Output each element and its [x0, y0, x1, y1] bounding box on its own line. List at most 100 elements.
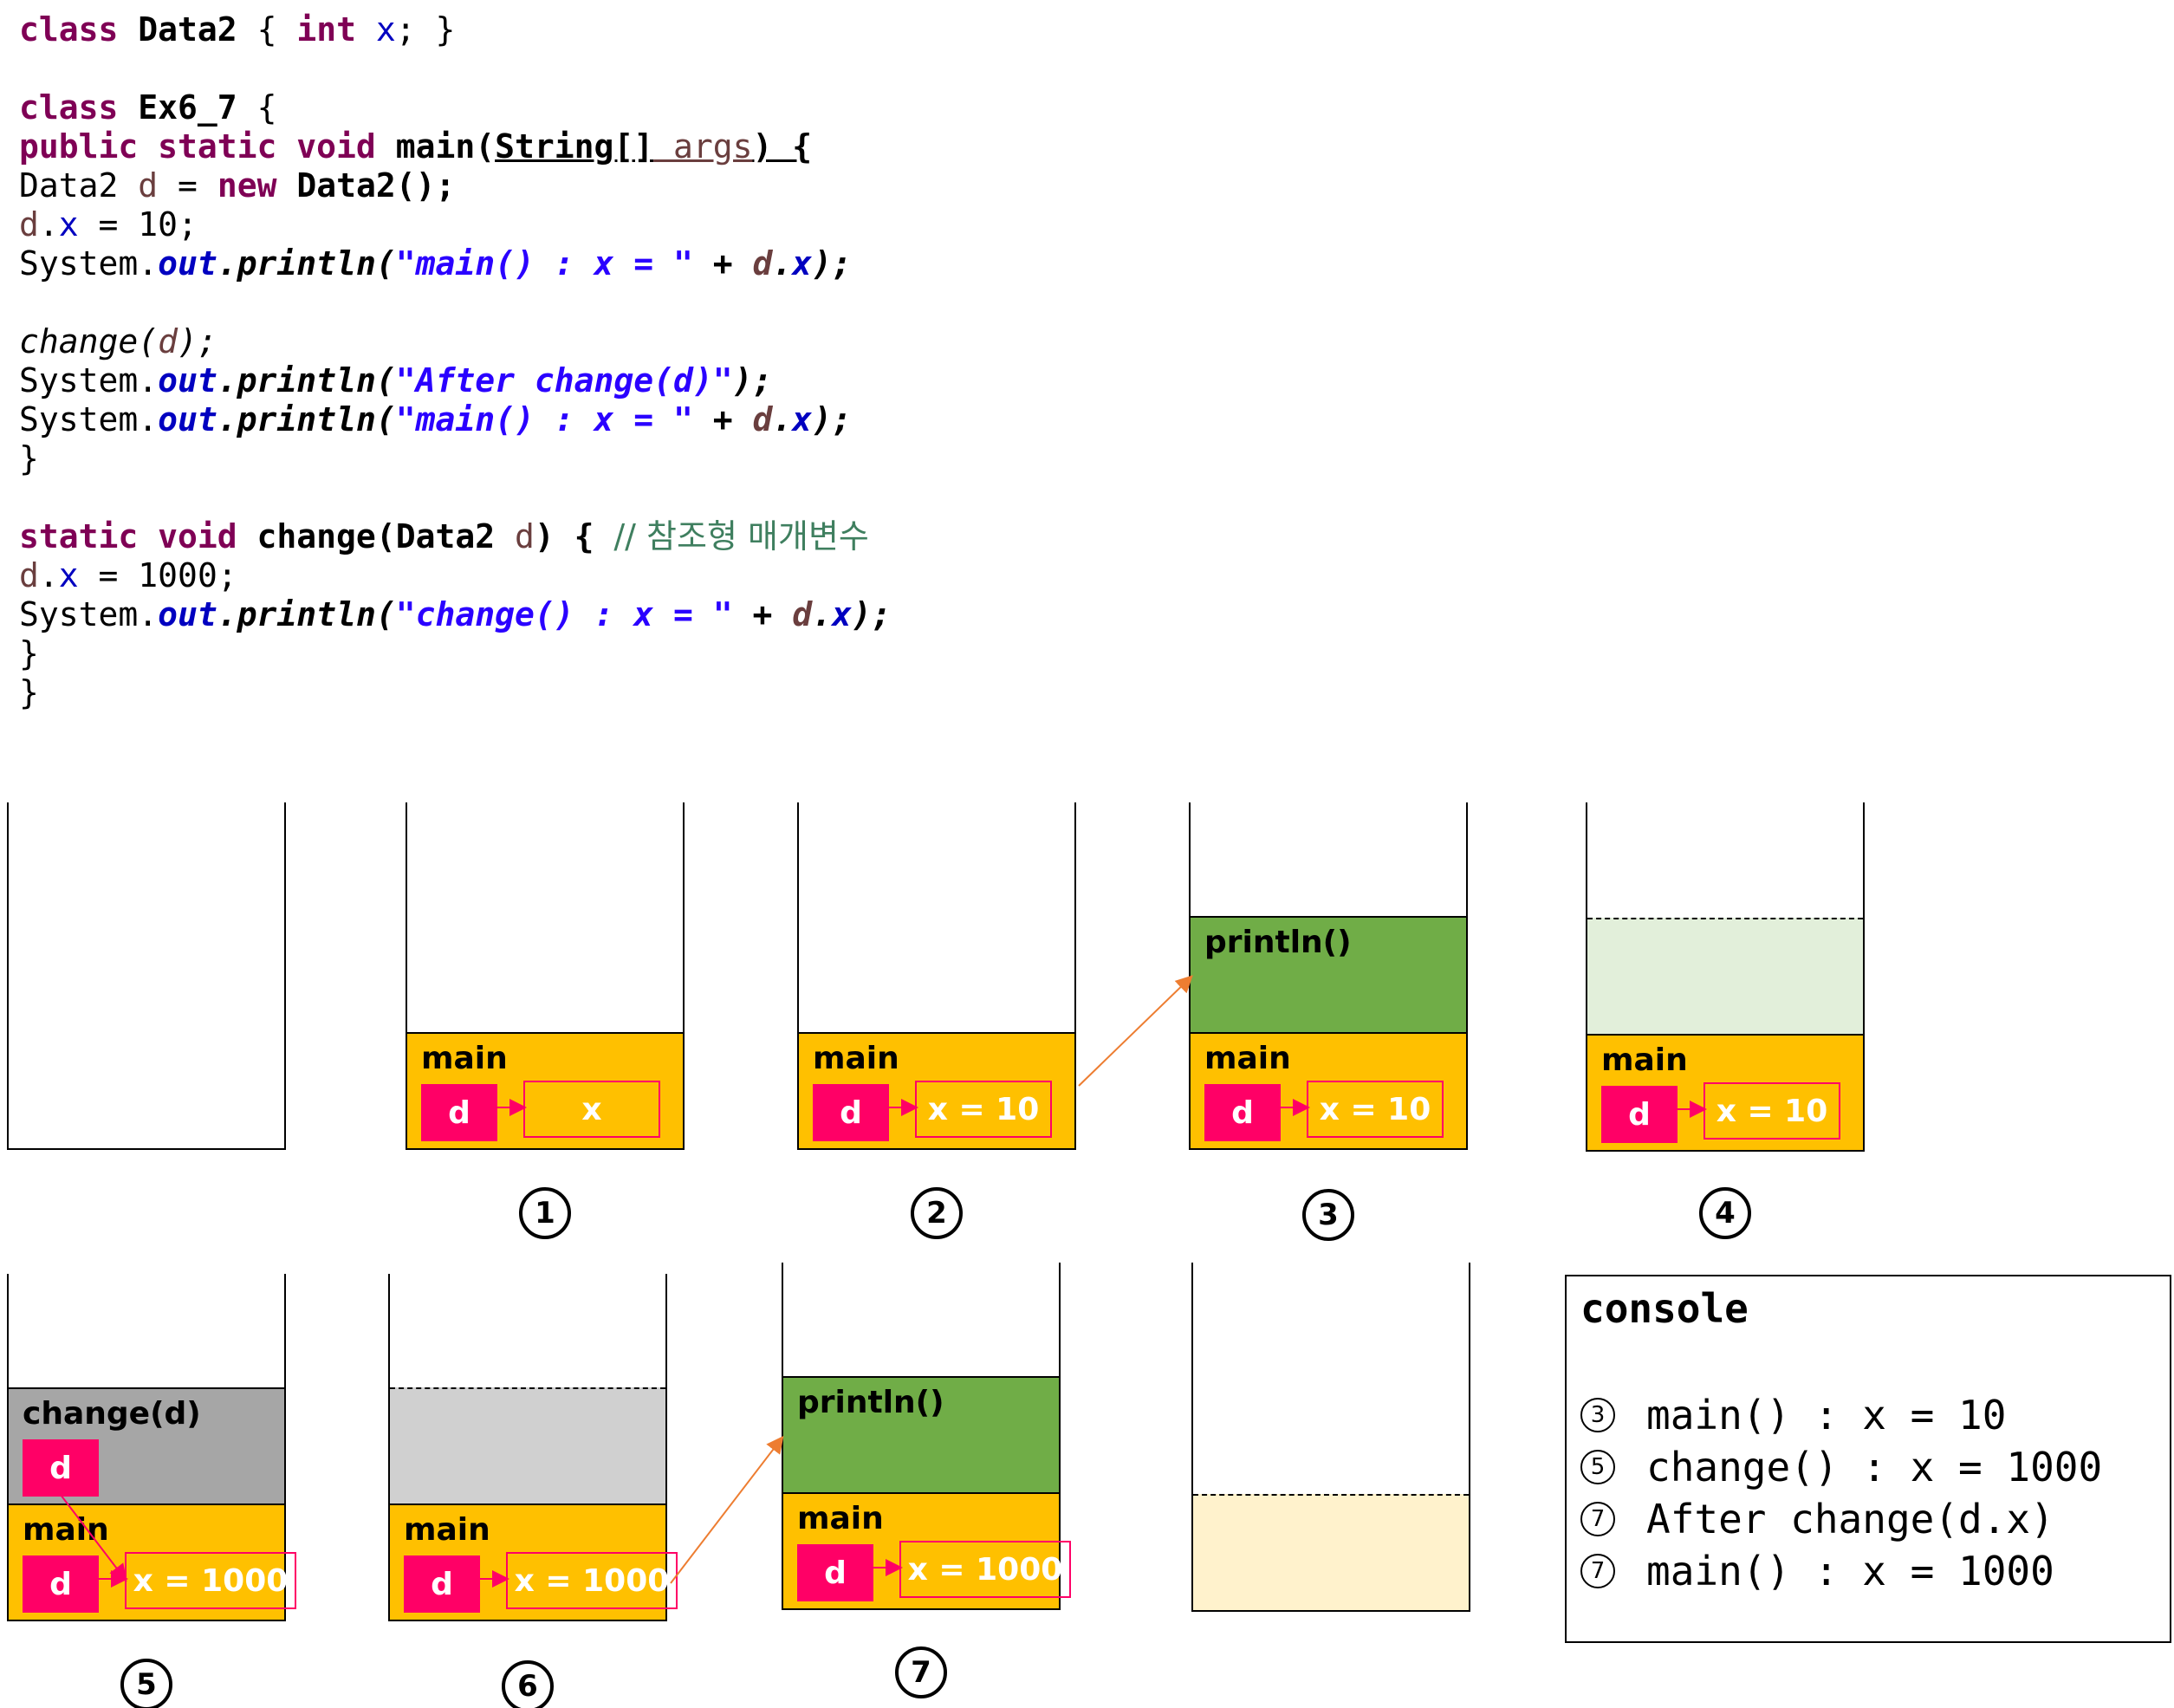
code-token: .println( — [217, 400, 396, 438]
code-line: Data2 d = new Data2(); — [19, 166, 892, 205]
code-line: System.out.println("change() : x = " + d… — [19, 595, 892, 634]
code-token: out — [158, 595, 217, 633]
code-token: . — [38, 556, 59, 594]
frame-label: main — [404, 1512, 490, 1548]
step-number: 1 — [519, 1187, 571, 1239]
stack-frame-popped-yellow — [1193, 1494, 1469, 1610]
code-line: class Data2 { int x; } — [19, 10, 892, 49]
code-token: main( — [395, 127, 496, 166]
code-token: . — [772, 244, 793, 283]
code-token: ) { — [534, 517, 614, 555]
code-token: .println( — [217, 244, 396, 283]
code-token: System. — [19, 595, 159, 633]
frame-label: println() — [1204, 925, 1352, 960]
code-token: out — [158, 361, 217, 399]
code-token: x — [58, 556, 79, 594]
code-token: "main() : x = " — [395, 400, 693, 438]
frame-label: main — [1204, 1041, 1291, 1076]
console-title: console — [1580, 1285, 1749, 1332]
frame-label: main — [421, 1041, 508, 1076]
code-token: new — [217, 166, 297, 205]
ref-var-d: d — [813, 1084, 889, 1141]
code-token: + — [692, 244, 753, 283]
code-token: x — [792, 400, 813, 438]
code-line: } — [19, 673, 892, 712]
code-line — [19, 283, 892, 322]
code-token: change(Data2 — [256, 517, 515, 555]
code-token: Ex6_7 — [138, 88, 257, 127]
code-line: System.out.println("main() : x = " + d.x… — [19, 400, 892, 439]
code-token: x — [832, 595, 852, 633]
code-token: . — [772, 400, 793, 438]
step-number: 6 — [502, 1660, 554, 1708]
code-token: + — [732, 595, 793, 633]
code-token: d — [158, 322, 178, 360]
frame-label: main — [23, 1512, 109, 1548]
code-token: System. — [19, 400, 159, 438]
code-token: Data2 — [138, 10, 257, 49]
code-token: ); — [851, 595, 892, 633]
code-token: // 참조형 매개변수 — [613, 517, 869, 555]
code-token: static void — [19, 517, 257, 555]
console-output-text: change() : x = 1000 — [1646, 1444, 2103, 1490]
code-line: class Ex6_7 { — [19, 88, 892, 127]
code-token: .println( — [217, 595, 396, 633]
code-token: d — [19, 205, 39, 244]
frame-label: main — [797, 1501, 884, 1536]
code-token: = — [158, 166, 217, 205]
step-number: 7 — [895, 1646, 947, 1698]
code-line: public static void main(String[] args) { — [19, 127, 892, 166]
code-line: change(d); — [19, 322, 892, 361]
frame-label: println() — [797, 1385, 944, 1420]
ref-var-d: d — [421, 1084, 497, 1141]
code-token: ; } — [395, 10, 456, 49]
code-token: class — [19, 88, 139, 127]
console-output-text: main() : x = 10 — [1646, 1392, 2007, 1438]
java-code-block: class Data2 { int x; } class Ex6_7 {publ… — [19, 10, 892, 712]
ref-var-d: d — [1204, 1084, 1281, 1141]
code-line: System.out.println("After change(d)"); — [19, 361, 892, 400]
code-token: "After change(d)" — [395, 361, 733, 399]
frame-label: change(d) — [23, 1396, 201, 1432]
call-stack — [7, 802, 286, 1150]
code-token: + — [692, 400, 753, 438]
code-token: d — [19, 556, 39, 594]
code-token: args — [653, 127, 753, 166]
code-token: ); — [812, 244, 852, 283]
code-token: x — [375, 10, 396, 49]
data2-object: x = 10 — [915, 1081, 1052, 1138]
code-line — [19, 49, 892, 88]
data2-object: x = 1000 — [899, 1541, 1071, 1598]
stack-frame-popped-green — [1587, 918, 1863, 1034]
call-arrow — [670, 1435, 784, 1584]
code-token: = 1000; — [78, 556, 237, 594]
ref-var-d: d — [797, 1544, 873, 1601]
code-line: d.x = 1000; — [19, 556, 892, 595]
stack-frame-println: println() — [783, 1376, 1059, 1492]
ref-var-d: d — [1601, 1086, 1678, 1143]
data2-object: x = 10 — [1704, 1082, 1840, 1140]
code-line — [19, 478, 892, 517]
stack-frame-popped-gray — [390, 1387, 665, 1503]
data2-object: x — [523, 1081, 660, 1138]
code-line: static void change(Data2 d) { // 참조형 매개변… — [19, 517, 892, 556]
code-token: out — [158, 244, 217, 283]
code-token: "main() : x = " — [395, 244, 693, 283]
console-step-number: 3 — [1580, 1398, 1615, 1432]
data2-object: x = 10 — [1307, 1081, 1444, 1138]
code-token: { — [256, 88, 277, 127]
code-token: int — [296, 10, 376, 49]
code-token: } — [19, 673, 39, 711]
console-output-text: After change(d.x) — [1646, 1496, 2054, 1542]
code-token: d — [792, 595, 813, 633]
code-line: d.x = 10; — [19, 205, 892, 244]
